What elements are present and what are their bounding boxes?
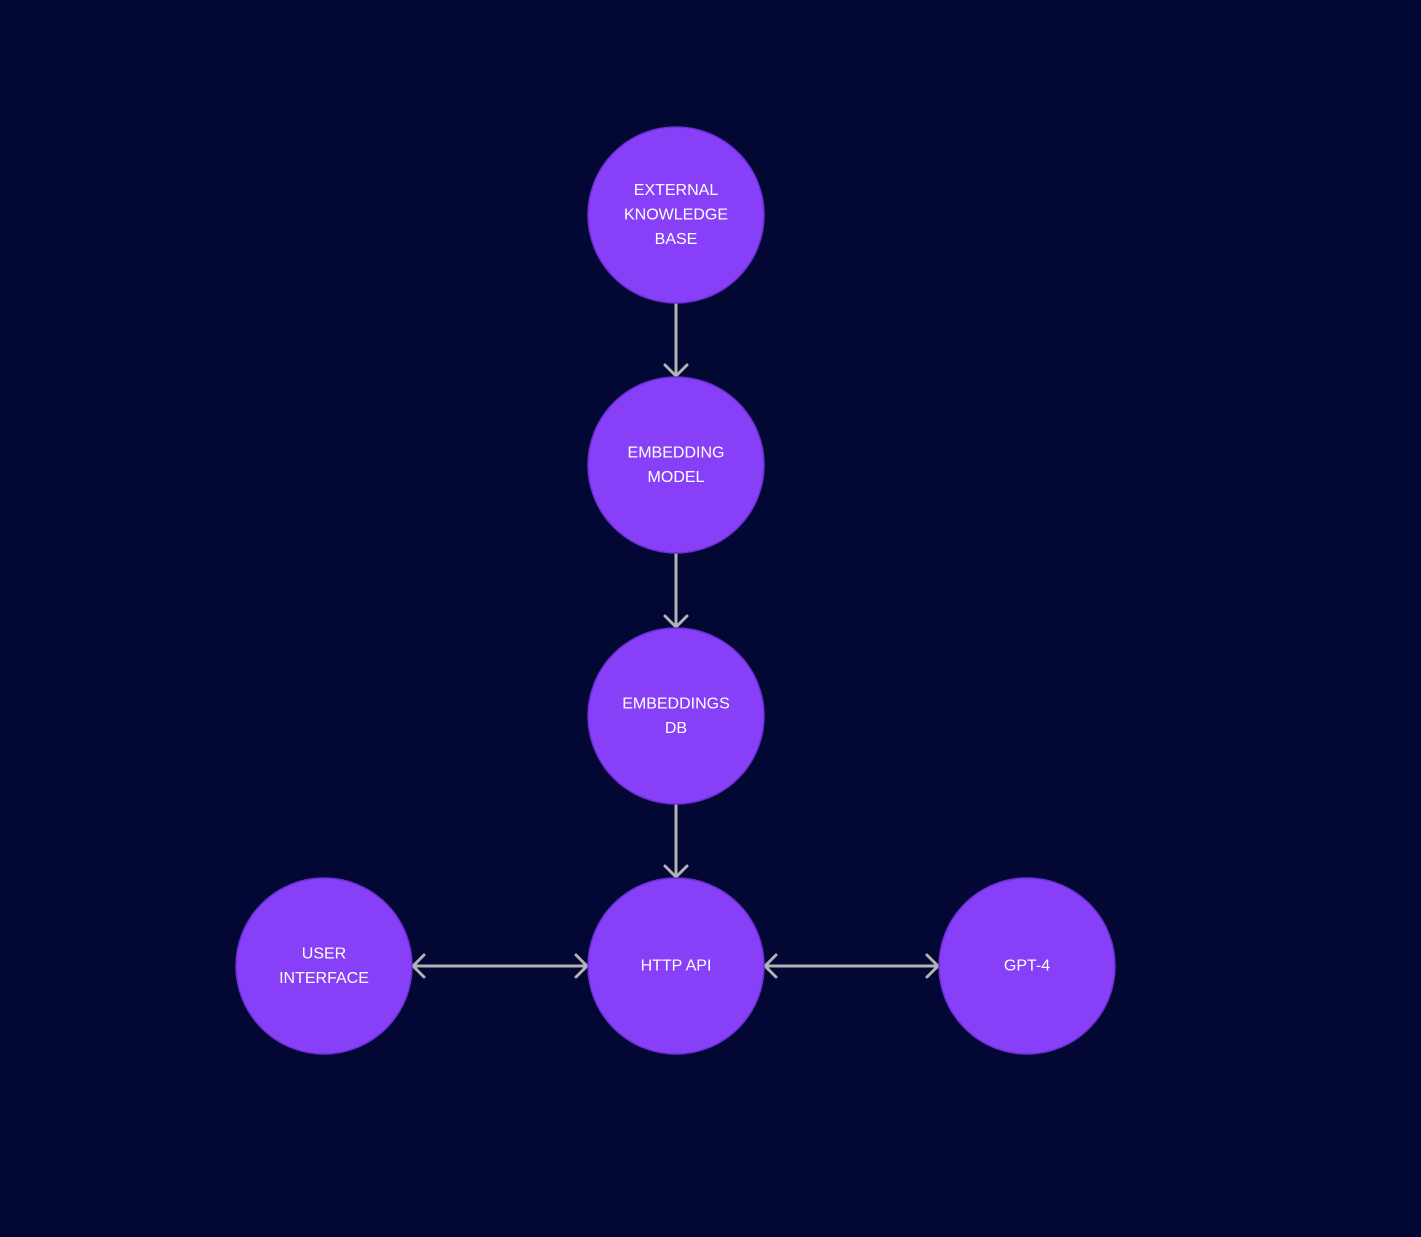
arrow-head-start: [763, 953, 778, 979]
arrow-head-end: [663, 614, 689, 629]
arrow-head-end: [663, 363, 689, 378]
node-external-knowledge-base: EXTERNAL KNOWLEDGE BASE: [587, 126, 765, 304]
node-circle: [587, 376, 765, 554]
node-label: MODEL: [648, 469, 705, 486]
edge-http-api-to-gpt-4: [763, 953, 940, 979]
edge-external-knowledge-base-to-embedding-model: [663, 302, 689, 378]
node-embedding-model: EMBEDDING MODEL: [587, 376, 765, 554]
edges-layer: [411, 302, 940, 979]
node-label: HTTP API: [641, 958, 712, 975]
arrow-head-end: [663, 864, 689, 879]
node-circle: [587, 126, 765, 304]
node-gpt-4: GPT-4: [938, 877, 1116, 1055]
node-circle: [587, 877, 765, 1055]
arrow-head-start: [411, 953, 426, 979]
edge-embedding-model-to-embeddings-db: [663, 552, 689, 629]
arrow-head-end: [574, 953, 589, 979]
node-user-interface: USER INTERFACE: [235, 877, 413, 1055]
node-label: BASE: [655, 231, 698, 248]
edge-user-interface-to-http-api: [411, 953, 589, 979]
node-embeddings-db: EMBEDDINGS DB: [587, 627, 765, 805]
node-label: INTERFACE: [279, 970, 369, 987]
node-label: EMBEDDINGS: [622, 695, 730, 712]
node-label: USER: [302, 945, 346, 962]
node-label: DB: [665, 720, 687, 737]
arrow-head-end: [925, 953, 940, 979]
node-label: GPT-4: [1004, 958, 1050, 975]
node-circle: [938, 877, 1116, 1055]
node-http-api: HTTP API: [587, 877, 765, 1055]
nodes-layer: EXTERNALKNOWLEDGEBASEEMBEDDINGMODELEMBED…: [235, 126, 1116, 1055]
node-label: EMBEDDING: [628, 444, 725, 461]
node-circle: [235, 877, 413, 1055]
edge-embeddings-db-to-http-api: [663, 803, 689, 879]
node-label: EXTERNAL: [634, 182, 719, 199]
node-circle: [587, 627, 765, 805]
node-label: KNOWLEDGE: [624, 207, 728, 224]
